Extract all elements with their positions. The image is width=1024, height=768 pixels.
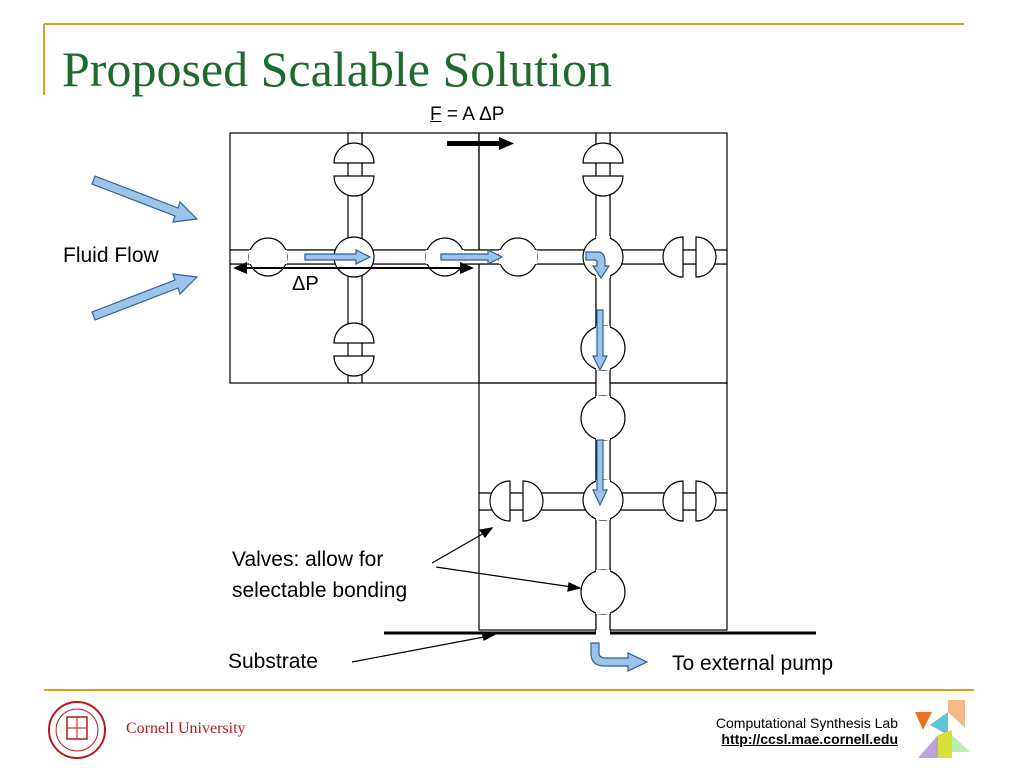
force-arrow — [447, 137, 514, 150]
valve-closed — [333, 142, 375, 164]
flow-arrow — [440, 249, 504, 265]
pump-label: To external pump — [672, 652, 834, 675]
tile — [609, 263, 728, 384]
delta-p-label: ΔP — [292, 273, 319, 295]
tile — [478, 132, 597, 251]
tile — [609, 132, 728, 251]
fluid-flow-arrow — [91, 273, 199, 321]
accent-frame — [43, 23, 974, 691]
valve-closed — [695, 480, 717, 522]
tile — [609, 509, 728, 631]
leader-lines — [351, 527, 582, 663]
lab-name: Computational Synthesis Lab — [715, 715, 898, 731]
force-formula: F = A ΔP — [430, 104, 504, 126]
lab-credit: Computational Synthesis Lab http://ccsl.… — [716, 715, 898, 747]
fluid-flow-label: Fluid Flow — [63, 244, 159, 267]
valve-closed — [333, 322, 375, 344]
formula-force-symbol: F — [430, 104, 442, 125]
valves — [248, 142, 717, 615]
delta-p-arrow — [233, 262, 474, 274]
formula-rest: = A ΔP — [441, 104, 505, 125]
lab-url-link[interactable]: http://ccsl.mae.cornell.edu — [721, 731, 898, 747]
valve-closed — [582, 175, 624, 197]
valve-closed — [662, 236, 684, 278]
slide-title: Proposed Scalable Solution — [62, 41, 612, 97]
valve-closed — [695, 236, 717, 278]
tile — [361, 263, 480, 384]
flow-arrow — [585, 251, 611, 280]
flow-arrow — [304, 249, 372, 265]
valves-label-line1: Valves: allow for — [232, 548, 384, 571]
tile — [478, 509, 597, 631]
substrate-label: Substrate — [228, 650, 318, 673]
fluid-flow-arrow — [91, 175, 199, 223]
valve-closed — [522, 480, 544, 522]
cornell-seal-icon — [48, 701, 106, 759]
valve-closed — [662, 480, 684, 522]
flow-arrow — [592, 309, 608, 372]
tile — [609, 382, 728, 494]
tile — [478, 263, 597, 384]
valve-closed — [333, 175, 375, 197]
valve-closed — [333, 355, 375, 377]
valve-closed — [489, 480, 511, 522]
tile — [229, 132, 357, 251]
tile — [478, 382, 597, 494]
tangram-logo-icon — [915, 700, 970, 758]
pump-arrow — [590, 642, 649, 672]
tile — [361, 132, 480, 251]
flow-arrow — [592, 439, 608, 507]
flow-arrows — [91, 175, 649, 672]
valve-closed — [582, 142, 624, 164]
cornell-university-wordmark: Cornell University — [126, 720, 246, 737]
valves-label-line2: selectable bonding — [232, 579, 408, 602]
